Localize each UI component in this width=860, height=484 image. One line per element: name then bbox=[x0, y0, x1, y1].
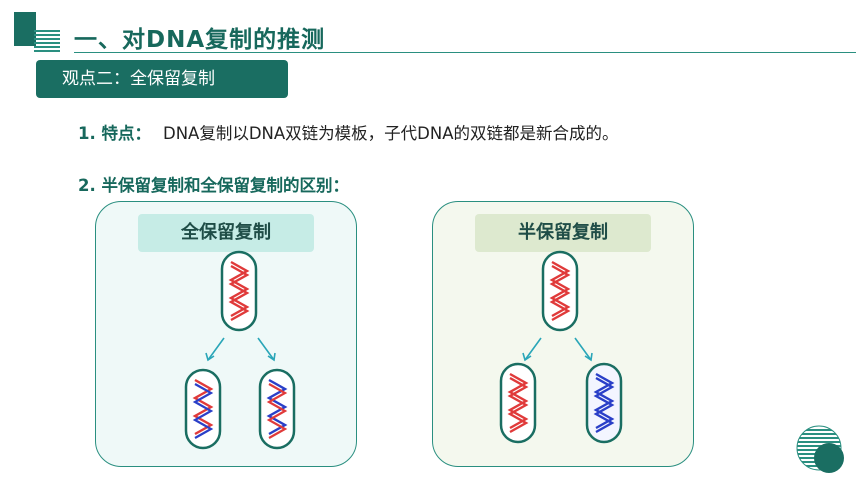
point-2-label: 2. 半保留复制和全保留复制的区别： bbox=[78, 176, 349, 195]
daughter-dna-new-icon bbox=[585, 362, 623, 444]
point-1: 1. 特点： DNA复制以DNA双链为模板，子代DNA的双链都是新合成的。 bbox=[78, 120, 619, 144]
decorative-circles-icon bbox=[796, 425, 844, 473]
point-1-text: DNA复制以DNA双链为模板，子代DNA的双链都是新合成的。 bbox=[163, 124, 619, 143]
conservative-label: 全保留复制 bbox=[138, 214, 314, 252]
header-divider bbox=[74, 52, 856, 53]
daughter-dna-left-icon bbox=[184, 368, 222, 450]
split-arrows-icon bbox=[205, 337, 276, 362]
section-tag: 观点二：全保留复制 bbox=[36, 60, 288, 98]
semiconservative-replication-panel: 半保留复制 bbox=[432, 201, 694, 467]
page-title: 一、对DNA复制的推测 bbox=[74, 27, 326, 53]
split-arrows-icon bbox=[522, 337, 593, 362]
daughter-dna-right-icon bbox=[258, 368, 296, 450]
daughter-dna-old-icon bbox=[499, 362, 537, 444]
point-1-label: 1. 特点： bbox=[78, 124, 151, 143]
parent-dna-icon bbox=[220, 250, 258, 332]
conservative-replication-panel: 全保留复制 bbox=[95, 201, 357, 467]
parent-dna-icon bbox=[541, 250, 579, 332]
header-logo-stripes bbox=[14, 12, 60, 52]
semiconservative-label: 半保留复制 bbox=[475, 214, 651, 252]
